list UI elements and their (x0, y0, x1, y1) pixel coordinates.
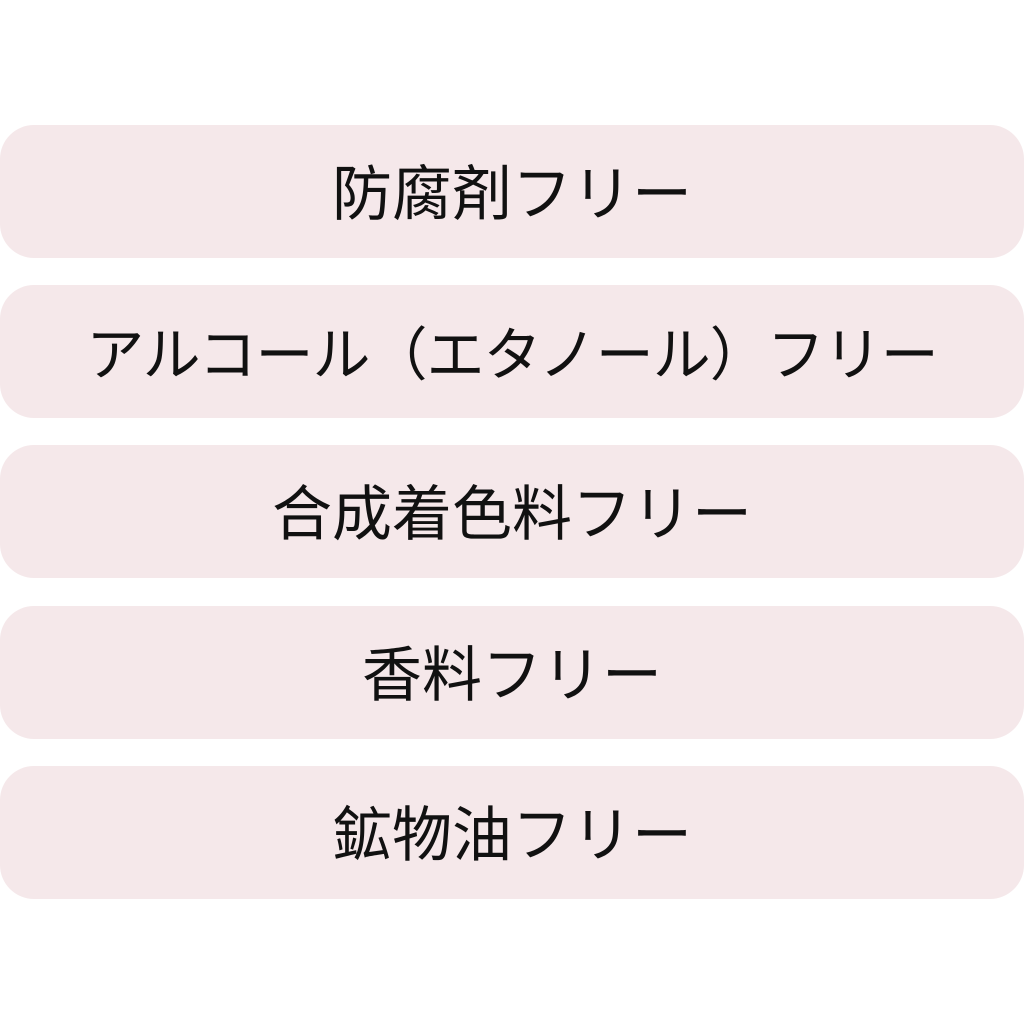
feature-alcohol-free: アルコール（エタノール）フリー (0, 285, 1024, 418)
feature-label: 防腐剤フリー (332, 159, 692, 230)
feature-mineral-oil-free: 鉱物油フリー (0, 766, 1024, 899)
feature-synthetic-colorant-free: 合成着色料フリー (0, 445, 1024, 578)
feature-label: 合成着色料フリー (272, 479, 752, 550)
feature-label: アルコール（エタノール）フリー (86, 320, 939, 389)
feature-label: 香料フリー (362, 640, 662, 711)
feature-fragrance-free: 香料フリー (0, 606, 1024, 739)
feature-preservative-free: 防腐剤フリー (0, 125, 1024, 258)
feature-label: 鉱物油フリー (332, 800, 692, 871)
